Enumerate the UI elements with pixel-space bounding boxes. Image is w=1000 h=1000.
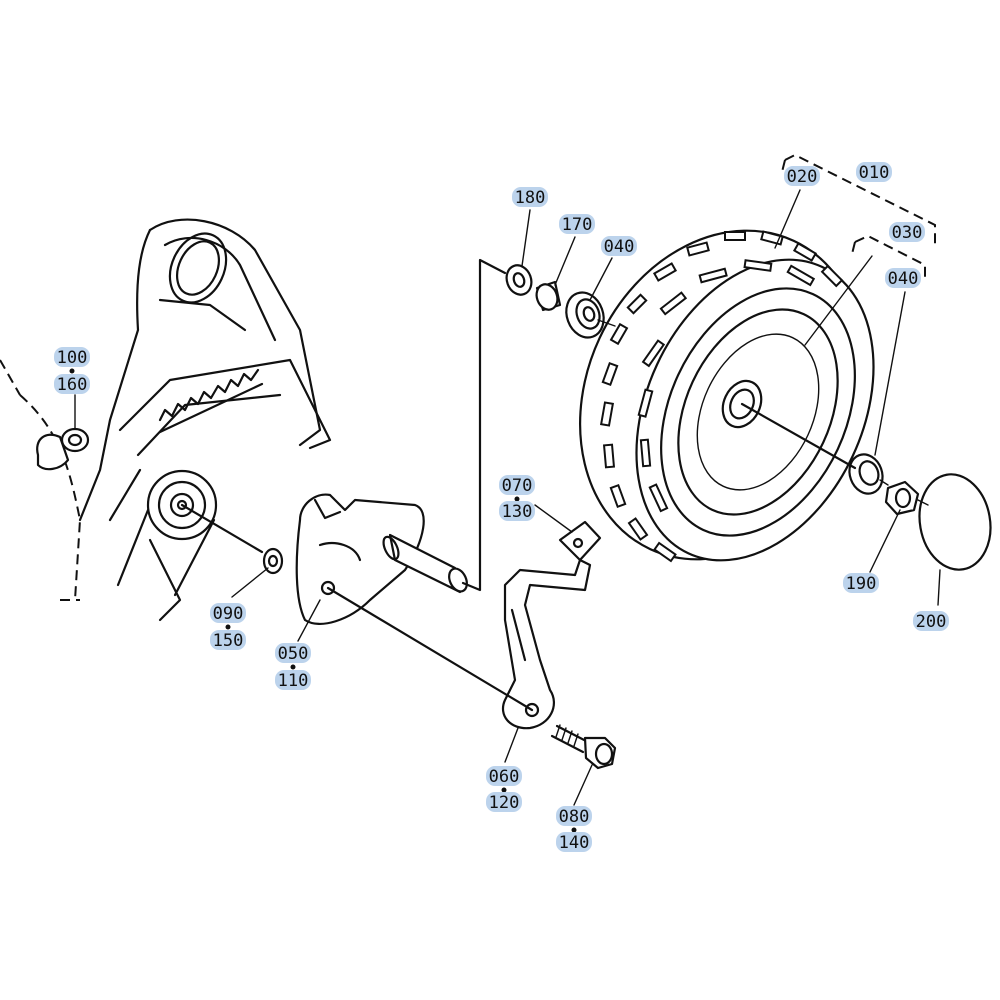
svg-text:050: 050 [278,644,309,664]
label-030: 030 [889,222,925,243]
assembly-brackets [781,153,936,280]
label-100-160: 100 160 [54,347,90,395]
wheel-020 [579,229,875,563]
svg-text:160: 160 [57,375,88,395]
nut-100-160 [36,427,90,471]
bracket-050-110 [295,493,468,625]
svg-text:040: 040 [604,237,635,257]
label-200: 200 [913,611,949,632]
svg-text:110: 110 [278,671,309,691]
mower-frame [0,218,332,622]
svg-text:080: 080 [559,807,590,827]
svg-text:180: 180 [515,188,546,208]
label-040-left: 040 [601,236,637,257]
wheel-tread [599,230,844,563]
svg-text:140: 140 [559,833,590,853]
bearing-040-left [565,291,605,339]
label-090-150: 090 150 [210,603,246,651]
bolt-080-140 [550,724,617,770]
label-020: 020 [784,166,820,187]
label-170: 170 [559,214,595,235]
svg-text:060: 060 [489,767,520,787]
svg-text:030: 030 [892,223,923,243]
svg-text:090: 090 [213,604,244,624]
leader-lines [74,189,941,806]
label-040-right: 040 [885,268,921,289]
svg-text:100: 100 [57,348,88,368]
label-180: 180 [512,187,548,208]
svg-text:040: 040 [888,269,919,289]
label-190: 190 [843,573,879,594]
label-070-130: 070 130 [499,475,535,522]
label-050-110: 050 110 [275,643,311,691]
collar-170 [535,280,562,312]
svg-text:150: 150 [213,631,244,651]
washer-180 [505,264,533,296]
svg-text:200: 200 [916,612,947,632]
label-010: 010 [856,162,892,183]
bolt-190 [884,480,920,516]
svg-text:020: 020 [787,167,818,187]
svg-text:190: 190 [846,574,877,594]
svg-text:120: 120 [489,793,520,813]
washer-090-150 [262,547,284,575]
svg-text:130: 130 [502,502,533,522]
svg-text:010: 010 [859,163,890,183]
arm-060-120 [502,520,602,730]
part-labels: 010 020 030 040 040 170 180 100 [54,162,949,853]
label-080-140: 080 140 [556,806,592,853]
svg-text:170: 170 [562,215,593,235]
assembly-lines [180,258,929,712]
hub-cap-200 [918,473,992,571]
bearing-040-right [848,453,884,495]
svg-text:070: 070 [502,476,533,496]
label-060-120: 060 120 [486,766,522,813]
